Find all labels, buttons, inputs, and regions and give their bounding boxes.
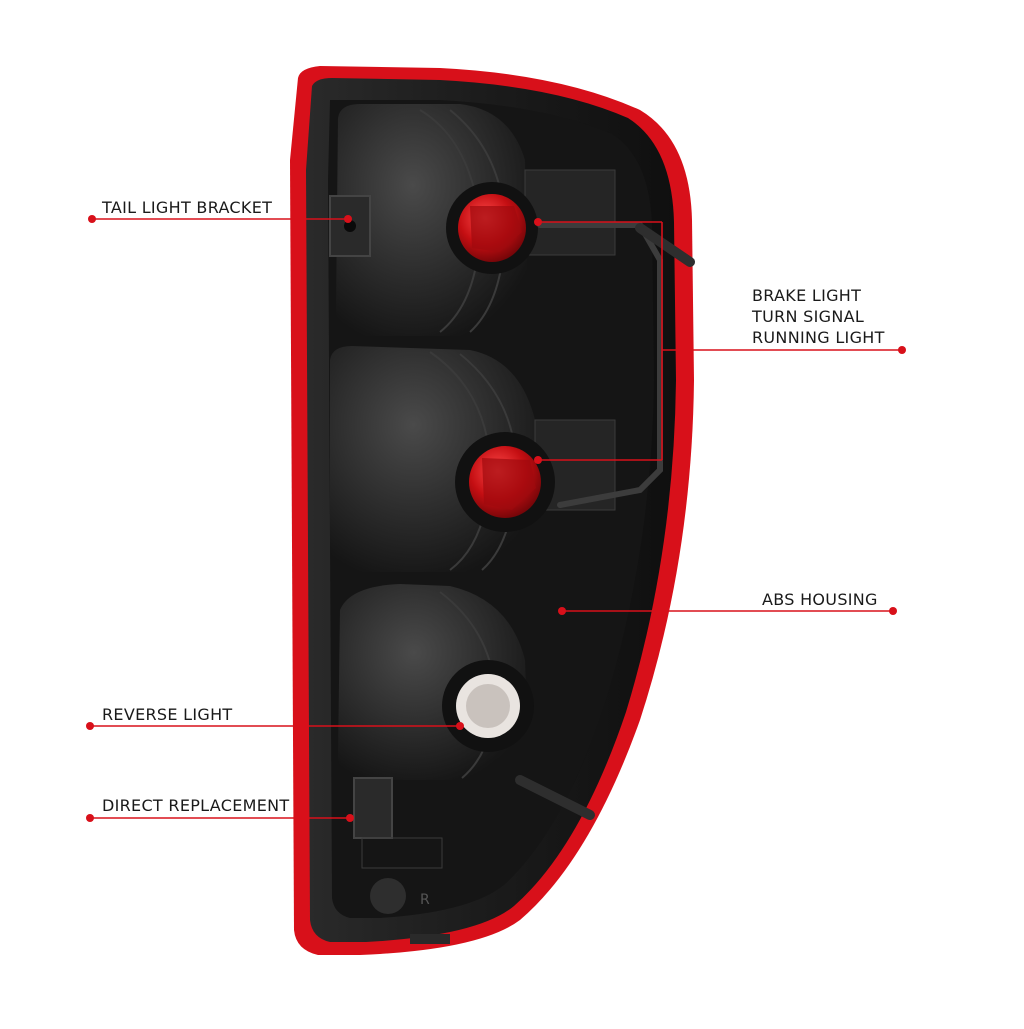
upper-bulb-socket	[446, 182, 538, 274]
lower-mount-stud	[515, 775, 595, 820]
upper-lamp-chamber	[336, 104, 616, 336]
reverse-bulb-socket	[442, 660, 534, 752]
wiring-harness	[537, 222, 663, 508]
label-reverse-light: REVERSE LIGHT	[102, 705, 233, 724]
label-turn-signal: TURN SIGNAL	[751, 307, 864, 326]
label-tail-light-bracket: TAIL LIGHT BRACKET	[101, 198, 272, 217]
bracket-hole	[344, 220, 356, 232]
direct-replacement-tab	[353, 777, 393, 839]
label-running-light: RUNNING LIGHT	[752, 328, 885, 347]
molded-circle	[370, 878, 406, 914]
harness-clip	[635, 223, 695, 267]
label-abs-housing: ABS HOUSING	[762, 590, 878, 609]
molded-label-grid	[361, 837, 443, 869]
middle-bulb-socket	[455, 432, 555, 532]
callout-dots	[86, 215, 906, 822]
label-brake-light: BRAKE LIGHT	[752, 286, 861, 305]
callout-lines	[90, 218, 902, 819]
molded-mark: R	[420, 892, 430, 908]
label-direct-replacement: DIRECT REPLACEMENT	[102, 796, 289, 815]
bottom-tab	[410, 934, 450, 944]
